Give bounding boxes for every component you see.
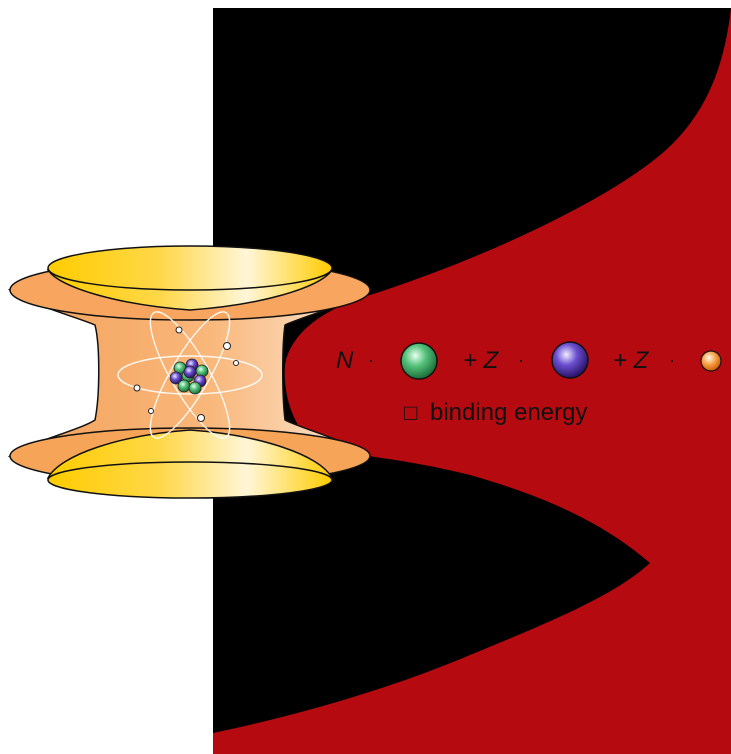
electron-dot — [234, 361, 239, 366]
dot-3: · — [669, 350, 675, 370]
plus-z-1: + Z — [463, 347, 500, 374]
neutron-sphere-icon — [401, 343, 437, 379]
binding-energy-label: binding energy — [430, 399, 587, 426]
minus-box: □ — [404, 400, 417, 425]
electron-dot — [149, 409, 154, 414]
n-symbol: N — [336, 347, 354, 374]
proton-sphere-icon — [552, 342, 588, 378]
electron-dot — [176, 327, 182, 333]
gold-cap-top-rim — [48, 246, 332, 290]
electron-dot — [224, 343, 231, 350]
electron-dot — [134, 385, 140, 391]
electron-dot — [198, 415, 205, 422]
dot-2: · — [518, 350, 524, 370]
dot-1: · — [368, 350, 374, 370]
electron-sphere-icon — [701, 351, 721, 371]
plus-z-2: + Z — [613, 347, 650, 374]
gold-cap-bottom-rim — [48, 462, 332, 498]
